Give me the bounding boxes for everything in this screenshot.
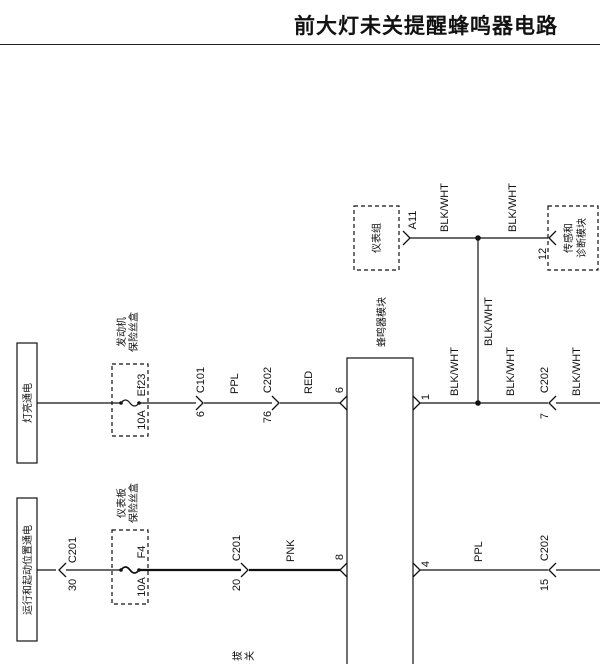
- c201-b-label: C201: [231, 535, 243, 561]
- buzzer-pin8-connector: [339, 562, 348, 578]
- ef23-amp-label: 10A: [136, 410, 148, 430]
- engine-fuse-box-outline: [111, 363, 149, 437]
- splice-pin1: [475, 400, 481, 406]
- c202-b-connector: [548, 395, 557, 411]
- c201-b-connector: [240, 562, 249, 578]
- cluster-module-label: 仪表组: [370, 223, 383, 253]
- sdm-module-label-1: 传感和: [562, 223, 575, 253]
- cluster-module-outline: [353, 205, 400, 271]
- blkwht-mid-label: BLK/WHT: [483, 297, 495, 346]
- sdm-pin-connector: [548, 230, 557, 246]
- a11-connector: [402, 230, 411, 246]
- buzzer-module-box: [346, 357, 414, 664]
- f4-fuse-label: F4: [136, 546, 148, 559]
- headlamp-power-label: 灯亮通电: [21, 383, 34, 423]
- c201-a-connector: [58, 562, 67, 578]
- c202-a-label: C202: [262, 367, 274, 393]
- engine-fuse-box-label-1: 发动机: [115, 317, 128, 347]
- ip-fuse-box-label-1: 仪表板: [115, 488, 128, 518]
- ppl-wire-1-label: PPL: [229, 373, 241, 394]
- blkwht-c202a-label: BLK/WHT: [505, 347, 517, 396]
- c201-a-pin-label: 30: [67, 579, 79, 591]
- c202-c-connector: [548, 562, 557, 578]
- ip-fuse-box-outline: [111, 529, 149, 605]
- f4-amp-label: 10A: [136, 577, 148, 597]
- c201-b-pin-label: 20: [231, 579, 243, 591]
- blkwht-top2-label: BLK/WHT: [507, 183, 519, 232]
- buzzer-pin8-label: 8: [334, 554, 346, 560]
- red-wire-label: RED: [303, 371, 315, 394]
- c101-label: C101: [195, 367, 207, 393]
- c202-c-pin-label: 15: [539, 579, 551, 591]
- buzzer-pin1-label: 1: [420, 394, 432, 400]
- bottom-fragment-2: 关: [243, 651, 256, 661]
- engine-fuse-box-label-2: 保险丝盒: [127, 312, 140, 352]
- buzzer-module-label: 蜂鸣器模块: [375, 297, 388, 347]
- buzzer-pin4-label: 4: [420, 561, 432, 567]
- blkwht-pin1-label: BLK/WHT: [449, 347, 461, 396]
- c101-connector: [195, 395, 204, 411]
- page-title: 前大灯未关提醒蜂鸣器电路: [294, 14, 558, 38]
- c202-b-pin-label: 7: [539, 413, 551, 419]
- c202-a-pin-label: 76: [262, 411, 274, 423]
- buzzer-pin4-connector: [412, 562, 421, 578]
- blkwht-c202b-label: BLK/WHT: [571, 347, 583, 396]
- a11-label: A11: [407, 211, 419, 230]
- fuse-f4-symbol: [120, 566, 140, 574]
- bottom-fragment-1: 拔: [231, 651, 244, 661]
- buzzer-pin6-label: 6: [334, 387, 346, 393]
- sdm-module-label-2: 诊断模块: [575, 218, 588, 258]
- ip-fuse-box-label-2: 保险丝盒: [127, 483, 140, 523]
- blkwht-top1-label: BLK/WHT: [439, 183, 451, 232]
- buzzer-pin1-connector: [412, 395, 421, 411]
- c101-pin-label: 6: [195, 411, 207, 417]
- c202-b-label: C202: [539, 367, 551, 393]
- splice-top: [475, 235, 481, 241]
- c201-a-label: C201: [67, 537, 79, 563]
- title-rule: [0, 44, 600, 45]
- sdm-pin-label: 12: [537, 248, 549, 260]
- run-start-power-label: 运行和起动位置通电: [21, 525, 34, 615]
- ppl-wire-2-label: PPL: [473, 541, 485, 562]
- c202-a-connector: [271, 395, 280, 411]
- fuse-ef23-symbol: [120, 399, 140, 407]
- buzzer-pin6-connector: [339, 395, 348, 411]
- c202-c-label: C202: [539, 535, 551, 561]
- ef23-fuse-label: Ef23: [136, 374, 148, 397]
- pnk-wire-label: PNK: [285, 539, 297, 562]
